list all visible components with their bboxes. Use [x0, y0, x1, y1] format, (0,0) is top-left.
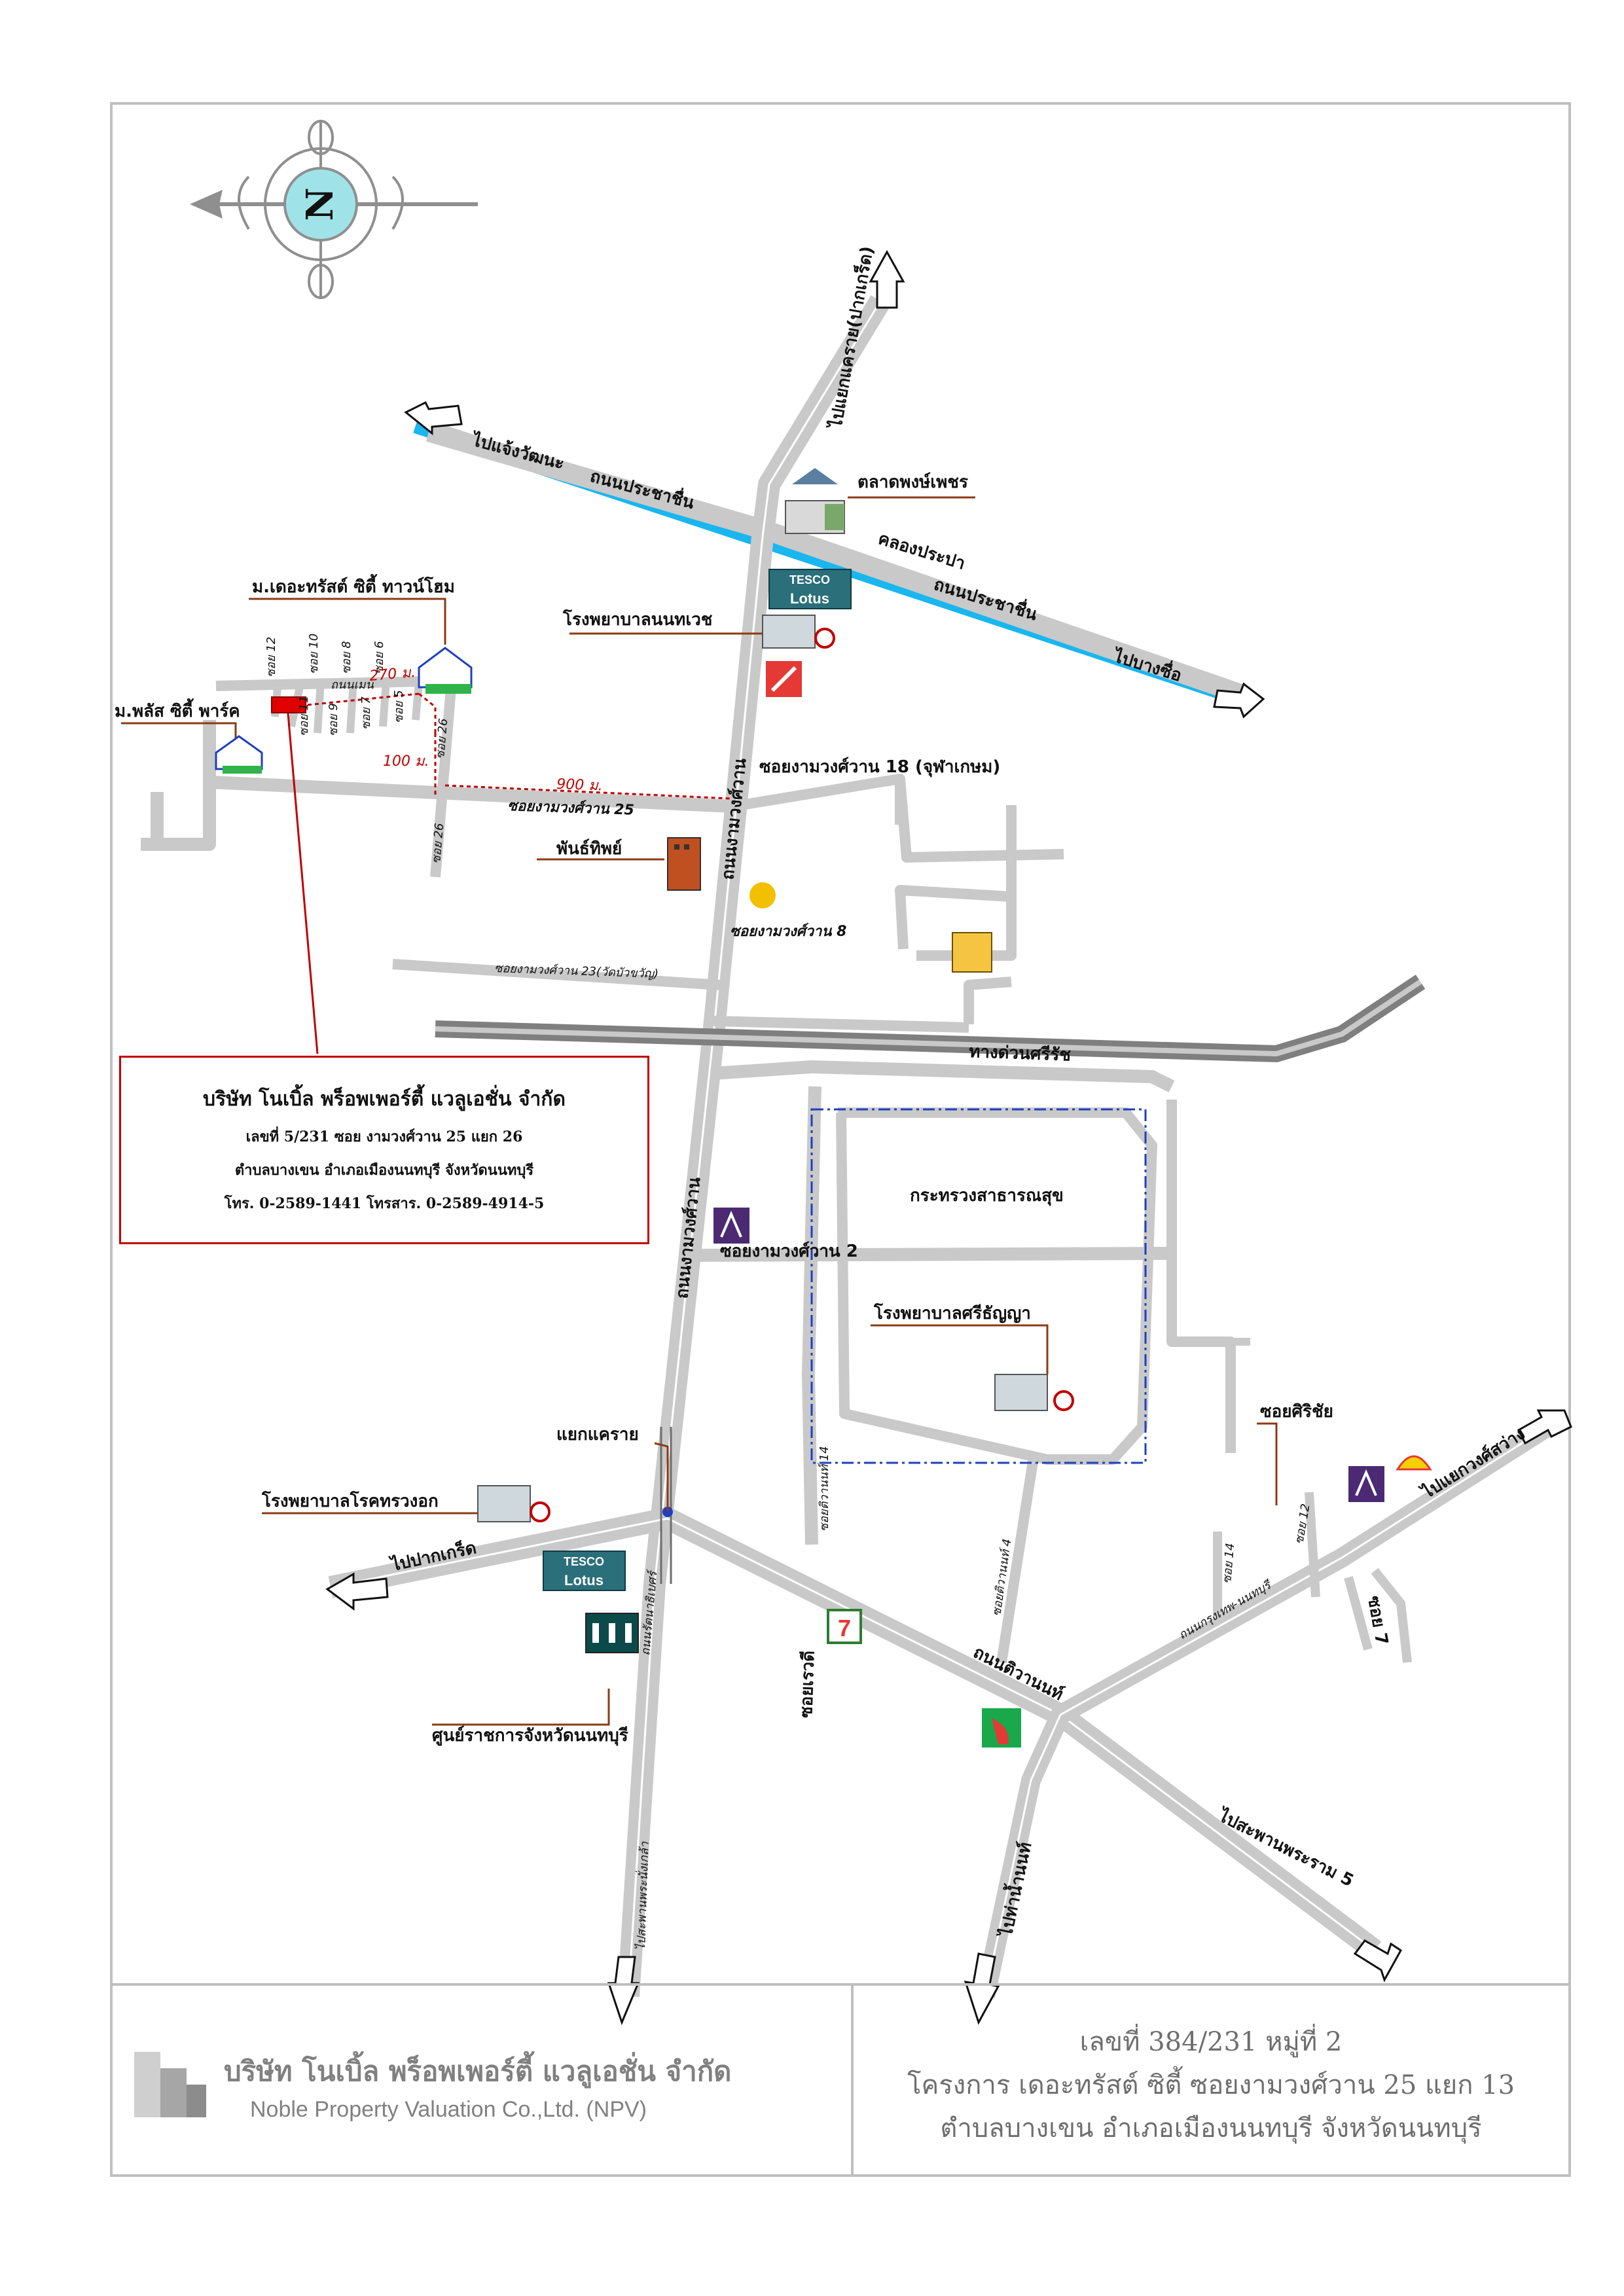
footer-line-3: ตำบลบางเขน อำเภอเมืองนนทบุรี จังหวัดนนทบ…	[940, 2113, 1482, 2144]
label-soi-23: ซอยงามวงศ์วาน 23(วัดบัวขวัญ)	[494, 961, 659, 981]
map-frame	[110, 102, 1571, 2177]
compass-letter: N	[298, 187, 342, 221]
compass-icon: N	[190, 120, 478, 299]
label-khae-rai: แยกแคราย	[556, 1425, 639, 1444]
tesco-lotus-icon: TESCO Lotus	[543, 1551, 626, 1591]
hospital-icon	[994, 1374, 1074, 1411]
hospital-icon	[477, 1485, 550, 1522]
bank-icon	[1348, 1466, 1384, 1502]
label-soi-8-small: ซอย 8	[340, 641, 353, 674]
company-info-box: บริษัท โนเบิ้ล พร็อพเพอร์ตี้ แวลูเอชั่น …	[119, 1056, 649, 1244]
label-soi-sirichai: ซอยศิริชัย	[1260, 1402, 1333, 1422]
label-expressway: ทางด่วนศรีรัช	[969, 1042, 1072, 1065]
lotus-label: Lotus	[790, 590, 829, 607]
footer-line-2: โครงการ เดอะทรัสต์ ซิตี้ ซอยงามวงศ์วาน 2…	[907, 2070, 1515, 2100]
tesco-label: TESCO	[564, 1555, 604, 1568]
label-soi-18: ซอยงามวงศ์วาน 18 (จุฬาเกษม)	[759, 757, 1000, 778]
bank-icon	[952, 932, 992, 973]
company-address-1: เลขที่ 5/231 ซอย งามวงศ์วาน 25 แยก 26	[245, 1128, 523, 1145]
label-to-bang-sue: ไปบางซื่อ	[1110, 643, 1185, 686]
label-soi-14: ซอย 14	[1220, 1543, 1237, 1585]
market-icon	[785, 468, 845, 534]
bigc-icon	[982, 1708, 1021, 1748]
label-plus-city-park: ม.พลัส ซิตี้ พาร์ค	[115, 698, 240, 721]
label-soi-10-small: ซอย 10	[307, 634, 321, 674]
company-address-2: ตำบลบางเขน อำเภอเมืองนนทบุรี จังหวัดนนทบ…	[234, 1162, 534, 1179]
footer-company-en: Noble Property Valuation Co.,Ltd. (NPV)	[250, 2097, 647, 2122]
label-soi-6-small: ซอย 6	[372, 641, 386, 674]
label-main-rd-small: ถนนเมน	[331, 678, 374, 692]
seven-eleven-icon	[766, 661, 802, 697]
label-chest-hospital: โรงพยาบาลโรคทรวงอก	[261, 1490, 439, 1511]
ministry-boundary	[810, 1108, 1147, 1464]
label-pantip: พันธ์ทิพย์	[556, 838, 622, 859]
soi-25-road	[209, 776, 734, 813]
label-soi-rewadee: ซอยเรวดี	[797, 1650, 819, 1718]
label-talad-pongpetch: ตลาดพงษ์เพชร	[857, 472, 968, 492]
label-nonthavej-hospital: โรงพยาบาลนนทเวช	[562, 609, 712, 630]
footer-address: เลขที่ 384/231 หมู่ที่ 2 โครงการ เดอะทรั…	[854, 1984, 1568, 2174]
distance-270: 270 ม.	[369, 664, 416, 685]
bank-icon	[749, 882, 776, 908]
building-icon	[134, 2052, 206, 2117]
arrow-icon	[325, 249, 1572, 2026]
footer-company: บริษัท โนเบิ้ล พร็อพเพอร์ตี้ แวลูเอชั่น …	[113, 1984, 854, 2174]
footer-line-1: เลขที่ 384/231 หมู่ที่ 2	[1079, 2027, 1343, 2057]
company-name: บริษัท โนเบิ้ล พร็อพเพอร์ตี้ แวลูเอชั่น …	[203, 1088, 566, 1111]
label-trust-townhome: ม.เดอะทรัสต์ ซิตี้ ทาวน์โฮม	[252, 573, 455, 597]
tesco-lotus-icon: TESCO Lotus	[768, 569, 852, 609]
company-phone: โทร. 0-2589-1441 โทรสาร. 0-2589-4914-5	[224, 1195, 545, 1212]
label-to-kwang-sawang: ไปแยกวงศ์สว่าง	[1416, 1423, 1528, 1504]
label-soi-7-small: ซอย 7	[359, 696, 373, 730]
shell-icon	[1396, 1455, 1432, 1471]
seven-label: 7	[838, 1615, 851, 1641]
label-soi-9-small: ซอย 9	[327, 703, 340, 736]
building-icon	[585, 1613, 639, 1653]
label-soi-5-small: ซอย 5	[392, 690, 406, 723]
label-provincial-hall: ศูนย์ราชการจังหวัดนนทบุรี	[432, 1725, 628, 1746]
bank-icon	[713, 1208, 749, 1244]
footer-company-th: บริษัท โนเบิ้ล พร็อพเพอร์ตี้ แวลูเอชั่น …	[224, 2055, 732, 2087]
building-icon	[667, 837, 701, 891]
label-soi-26-b: ซอย 26	[429, 823, 446, 865]
lotus-label: Lotus	[564, 1572, 604, 1588]
house-icon	[418, 647, 473, 694]
hospital-icon	[762, 615, 835, 649]
label-soi-12-small: ซอย 12	[264, 637, 278, 677]
footer-divider	[113, 1983, 1568, 1986]
label-srithanya-hospital: โรงพยาบาลศรีธัญญา	[873, 1302, 1031, 1323]
distance-900: 900 ม.	[556, 776, 603, 794]
label-soi-8: ซอยงามวงศ์วาน 8	[730, 923, 846, 940]
label-soi-tiwanon-14: ซอยติวานนท์ 14	[818, 1446, 831, 1532]
tesco-label: TESCO	[789, 573, 830, 586]
seven-eleven-icon: 7	[827, 1609, 862, 1644]
label-soi-2: ซอยงามวงศ์วาน 2	[720, 1241, 858, 1261]
target-site-marker	[271, 696, 306, 713]
label-ministry: กระทรวงสาธารณสุข	[910, 1186, 1064, 1206]
house-icon	[215, 735, 263, 774]
distance-100: 100 ม.	[383, 753, 429, 770]
label-soi-11-small: ซอย 11	[297, 696, 311, 736]
